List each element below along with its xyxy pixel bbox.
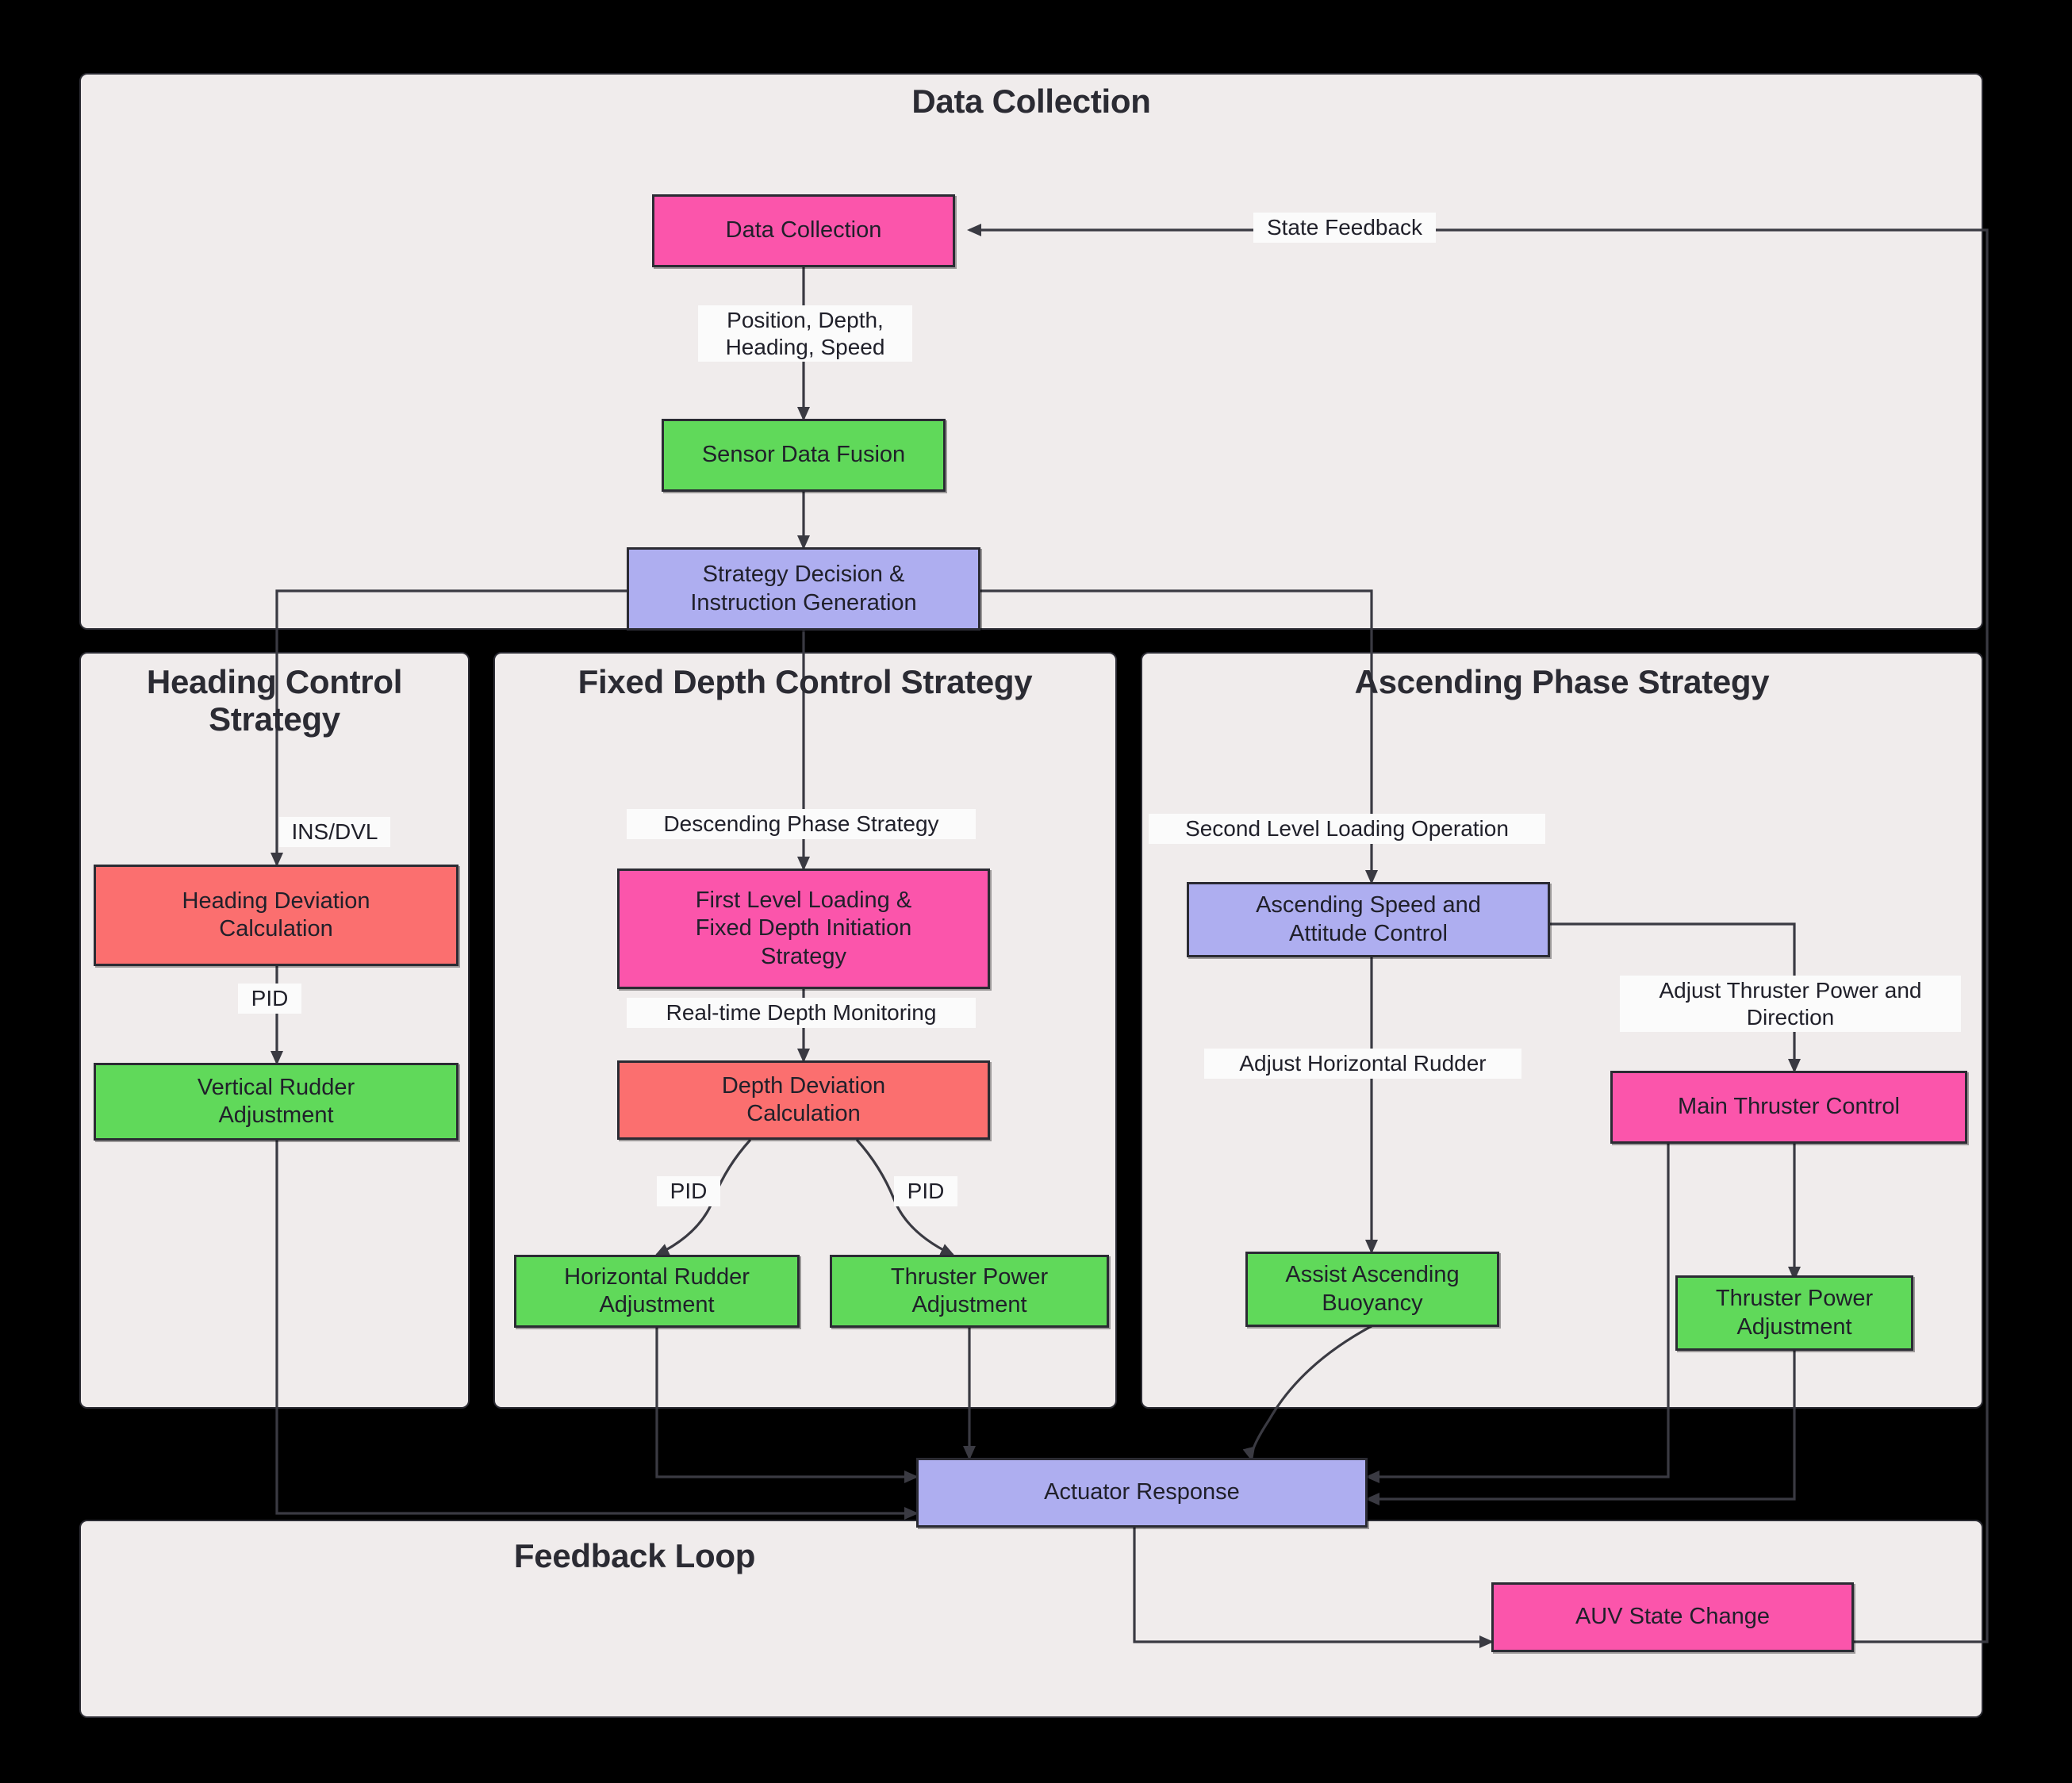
edge-label-pid-thruster-power: PID [894,1176,957,1206]
node-data-collection[interactable]: Data Collection [652,194,955,267]
node-horizontal-rudder-adjustment[interactable]: Horizontal Rudder Adjustment [514,1255,800,1328]
panel-title-feedback-loop: Feedback Loop [513,1537,756,1574]
edge-label-adjust-horizontal-rudder: Adjust Horizontal Rudder [1204,1049,1521,1079]
node-strategy-decision[interactable]: Strategy Decision & Instruction Generati… [627,547,980,631]
node-vertical-rudder-adjustment[interactable]: Vertical Rudder Adjustment [94,1063,459,1141]
node-sensor-data-fusion[interactable]: Sensor Data Fusion [662,419,946,492]
edge-label-pid-heading: PID [238,984,301,1014]
node-thruster-power-adjustment-fixed-depth[interactable]: Thruster Power Adjustment [830,1255,1109,1328]
edge-label-second-level-loading: Second Level Loading Operation [1149,814,1545,844]
panel-data-collection [79,73,1983,630]
node-auv-state-change[interactable]: AUV State Change [1491,1582,1854,1652]
edge-label-pid-horizontal-rudder: PID [657,1176,720,1206]
panel-title-fixed-depth: Fixed Depth Control Strategy [577,663,1033,700]
node-heading-deviation-calculation[interactable]: Heading Deviation Calculation [94,865,459,966]
panel-title-heading-control: Heading Control Strategy [146,663,403,738]
edge-label-realtime-depth: Real-time Depth Monitoring [627,998,976,1028]
edge-label-adjust-thruster-power: Adjust Thruster Power and Direction [1620,976,1961,1033]
panel-title-data-collection: Data Collection [911,82,1151,120]
node-depth-deviation-calculation[interactable]: Depth Deviation Calculation [617,1060,990,1140]
panel-title-ascending-phase: Ascending Phase Strategy [1354,663,1770,700]
edge-label-ins-dvl: INS/DVL [279,817,390,847]
edge-label-state-feedback: State Feedback [1253,213,1436,243]
edge-label-descending-phase: Descending Phase Strategy [627,809,976,839]
panel-heading-control [79,652,470,1409]
node-first-level-loading[interactable]: First Level Loading & Fixed Depth Initia… [617,868,990,989]
node-thruster-power-adjustment-ascending[interactable]: Thruster Power Adjustment [1675,1275,1913,1351]
node-main-thruster-control[interactable]: Main Thruster Control [1610,1071,1967,1144]
edge-label-position-depth: Position, Depth, Heading, Speed [698,305,912,362]
node-actuator-response[interactable]: Actuator Response [916,1458,1368,1528]
node-ascending-speed-attitude-control[interactable]: Ascending Speed and Attitude Control [1187,882,1550,957]
node-assist-ascending-buoyancy[interactable]: Assist Ascending Buoyancy [1245,1252,1499,1327]
